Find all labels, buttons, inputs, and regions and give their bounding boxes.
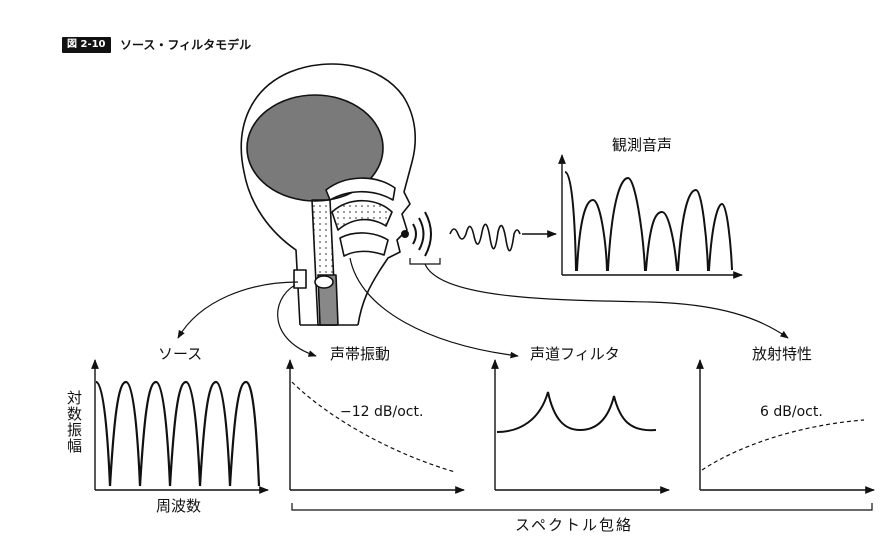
- x-axis-label: 周波数: [156, 497, 202, 515]
- output-waveform: [449, 223, 521, 252]
- head-illustration: [240, 63, 417, 326]
- figure-title: ソース・フィルタモデル: [120, 38, 252, 52]
- arrow-to-vocal-fold: [277, 284, 317, 357]
- figure-number: 図 2-10: [62, 37, 111, 53]
- mouth-bracket: [409, 258, 441, 265]
- tongue-palate: [331, 200, 393, 231]
- radiation-curve: [701, 419, 865, 471]
- head-outline: [240, 63, 417, 326]
- envelope-label: スペクトル包絡: [515, 516, 633, 534]
- source-plot: [91, 359, 269, 494]
- larynx-ring: [314, 275, 334, 289]
- observed-label: 観測音声: [612, 136, 673, 154]
- observed-curve: [564, 171, 733, 271]
- source-curve: [95, 380, 261, 487]
- arrow-to-source: [177, 281, 299, 339]
- vocal-fold-curve: [291, 381, 456, 473]
- vocal-tract-plot: [491, 359, 670, 494]
- arrow-to-vocal-tract: [349, 257, 519, 359]
- jaw: [339, 232, 389, 257]
- vocal-tract-label: 声道フィルタ: [530, 345, 620, 363]
- source-label: ソース: [158, 345, 203, 363]
- flow-arrows: [177, 257, 789, 359]
- radiation-slope-label: 6 dB/oct.: [760, 404, 823, 420]
- observed-plot: [558, 154, 743, 279]
- arrow-to-radiation: [424, 263, 789, 339]
- y-axis-label: 対数振幅: [65, 390, 83, 454]
- radiation-plot: [696, 359, 875, 494]
- nasal-cavity: [325, 177, 396, 201]
- envelope-bracket: [291, 503, 873, 511]
- radiation-label: 放射特性: [752, 345, 813, 363]
- neck-marker: [293, 269, 307, 289]
- vocal-fold-label: 声帯振動: [330, 345, 391, 363]
- vocal-fold-plot: [286, 359, 465, 494]
- vocal-tract-curve: [496, 391, 657, 433]
- source-slope-label: −12 dB/oct.: [340, 404, 424, 420]
- radiation-waves: [401, 211, 432, 257]
